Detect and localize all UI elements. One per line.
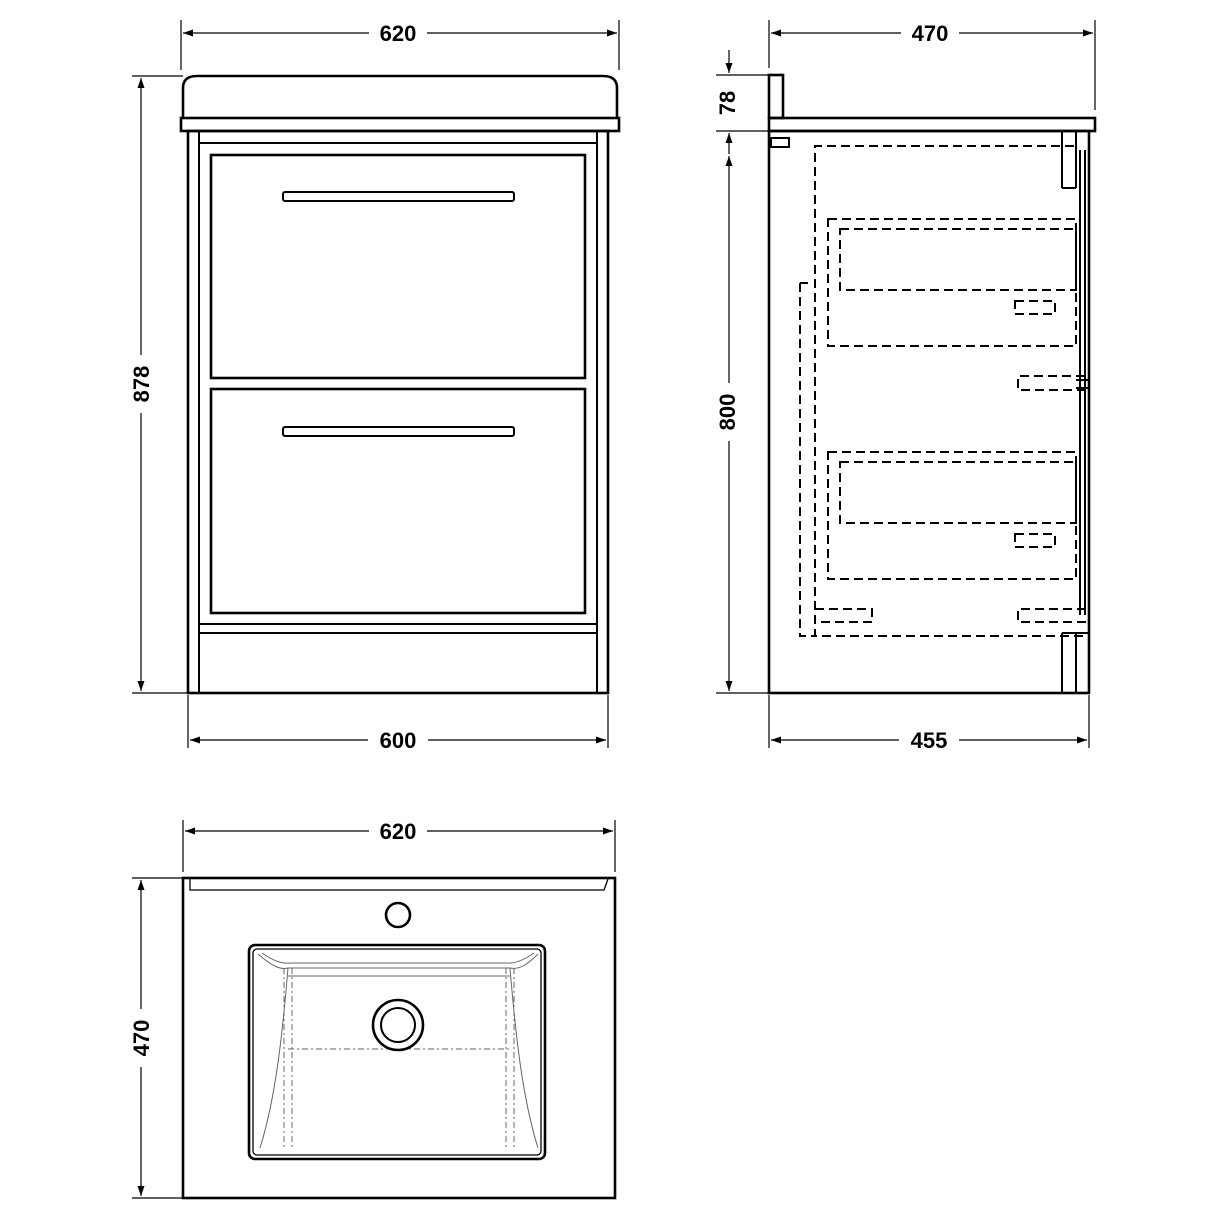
bottom-drawer-handle [282,426,515,437]
dim-front-top-width: 620 [380,21,417,46]
side-dimensions: 470 78 800 455 [715,20,1096,753]
plan-dimensions: 620 470 [129,819,616,1199]
waste-inner [380,1007,416,1043]
dim-front-bottom-width: 600 [380,728,417,753]
plan-view [181,876,617,1200]
top-drawer-handle [282,191,515,202]
basin-side [767,116,1097,133]
front-view [179,74,621,695]
basin-top [181,74,619,118]
cabinet-body [186,129,610,695]
side-view [767,73,1097,695]
dim-side-bottom-depth: 455 [911,728,948,753]
basin-plan-outline [181,876,617,1200]
front-dimensions: 620 878 600 [129,20,620,753]
dim-side-top-depth: 470 [912,21,949,46]
dim-plan-depth: 470 [129,1020,154,1057]
dim-front-height: 878 [129,366,154,403]
basin-lip [179,116,621,133]
cabinet-side [767,129,1091,695]
basin-bowl [247,943,547,1161]
dim-side-height: 800 [715,394,740,431]
hidden-drawer-outlines [799,145,1086,637]
dim-side-upstand-height: 78 [715,91,740,115]
waste-outer [371,998,425,1052]
tap-hole [384,901,412,929]
dim-plan-width: 620 [380,819,417,844]
upstand [767,73,785,120]
top-drawer [209,153,587,380]
bottom-drawer [209,387,587,615]
